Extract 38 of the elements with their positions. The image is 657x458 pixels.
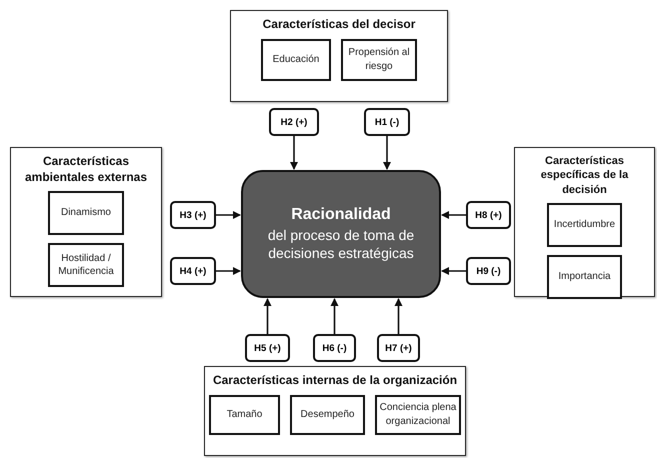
arrow bbox=[290, 136, 298, 170]
central-rounded-box bbox=[241, 170, 441, 298]
hypothesis-badge: H5 (+) bbox=[245, 334, 290, 362]
category-panel bbox=[514, 147, 655, 297]
factor-box: Importancia bbox=[547, 254, 622, 299]
hypothesis-badge: H8 (+) bbox=[466, 201, 511, 229]
category-panel bbox=[10, 147, 162, 297]
panel-heading: Características del decisor bbox=[262, 17, 416, 33]
factor-box: Educación bbox=[261, 38, 331, 81]
hypothesis-badge: H1 (-) bbox=[364, 108, 410, 136]
panel-heading: Características internas de la organización bbox=[212, 373, 458, 389]
central-heading: Racionalidad bbox=[291, 206, 391, 224]
panel-heading: Características ambientales externas bbox=[24, 154, 148, 186]
category-panel bbox=[230, 10, 448, 102]
hypothesis-badge: H7 (+) bbox=[377, 334, 420, 362]
arrow bbox=[330, 298, 338, 334]
arrow bbox=[383, 136, 391, 170]
hypothesis-badge: H2 (+) bbox=[269, 108, 319, 136]
hypothesis-badge: H4 (+) bbox=[170, 257, 216, 285]
factor-box: Conciencia plena organizacional bbox=[375, 394, 461, 435]
arrow bbox=[394, 298, 402, 334]
arrow bbox=[441, 267, 466, 275]
arrow bbox=[264, 298, 272, 334]
category-panel bbox=[204, 366, 466, 456]
arrow bbox=[216, 267, 241, 275]
factor-box: Propensión al riesgo bbox=[341, 38, 417, 81]
factor-box: Incertidumbre bbox=[547, 202, 622, 247]
arrow bbox=[441, 211, 466, 219]
hypothesis-badge: H6 (-) bbox=[313, 334, 356, 362]
arrow bbox=[216, 211, 241, 219]
factor-box: Tamaño bbox=[209, 394, 280, 435]
factor-box: Hostilidad / Munificencia bbox=[48, 243, 124, 288]
hypothesis-badge: H3 (+) bbox=[170, 201, 216, 229]
central-text: del proceso de toma de decisiones estratégicas bbox=[266, 226, 416, 262]
hypothesis-badge: H9 (-) bbox=[466, 257, 511, 285]
factor-box: Dinamismo bbox=[48, 191, 124, 236]
factor-box: Desempeño bbox=[290, 394, 365, 435]
panel-heading: Características específicas de la decisión bbox=[540, 154, 630, 197]
